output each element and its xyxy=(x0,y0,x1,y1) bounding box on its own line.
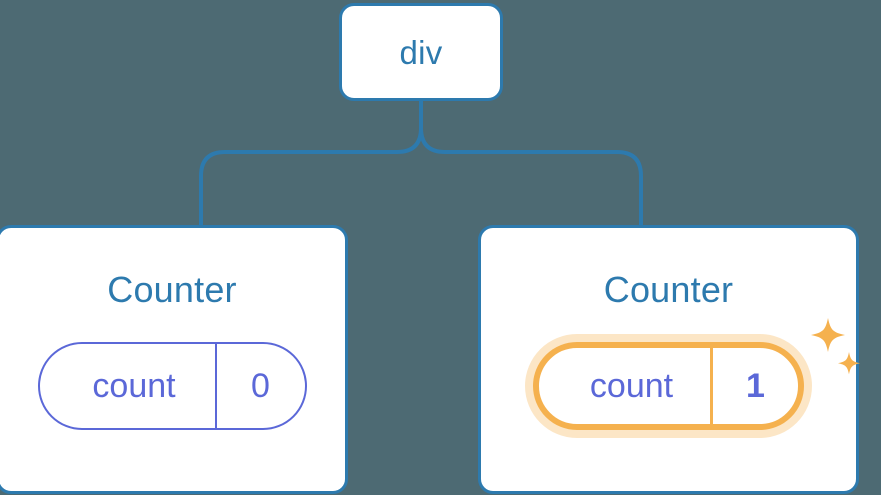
connector-right-branch xyxy=(419,98,643,230)
state-pill-left[interactable]: count 0 xyxy=(37,342,307,430)
state-pill-right[interactable]: count 1 xyxy=(533,342,804,430)
node-div-label: div xyxy=(399,33,443,71)
node-counter-right-title: Counter xyxy=(603,269,734,310)
connector-left-branch xyxy=(199,98,423,230)
sparkle-small-icon xyxy=(838,352,860,375)
sparkle-group xyxy=(811,318,860,375)
node-div[interactable]: div xyxy=(339,3,503,101)
node-counter-right[interactable]: Counter count 1 xyxy=(478,225,860,494)
sparkle-large-icon xyxy=(811,318,845,352)
state-pill-left-wrapper: count 0 xyxy=(37,342,307,430)
state-value-right: 1 xyxy=(710,348,798,424)
node-counter-left-title: Counter xyxy=(107,269,237,310)
state-pill-right-wrapper: count 1 xyxy=(533,318,860,430)
state-key-left: count xyxy=(92,367,176,405)
state-value-left: 0 xyxy=(214,344,305,428)
node-counter-left[interactable]: Counter count 0 xyxy=(0,225,348,494)
state-key-right: count xyxy=(589,367,674,405)
